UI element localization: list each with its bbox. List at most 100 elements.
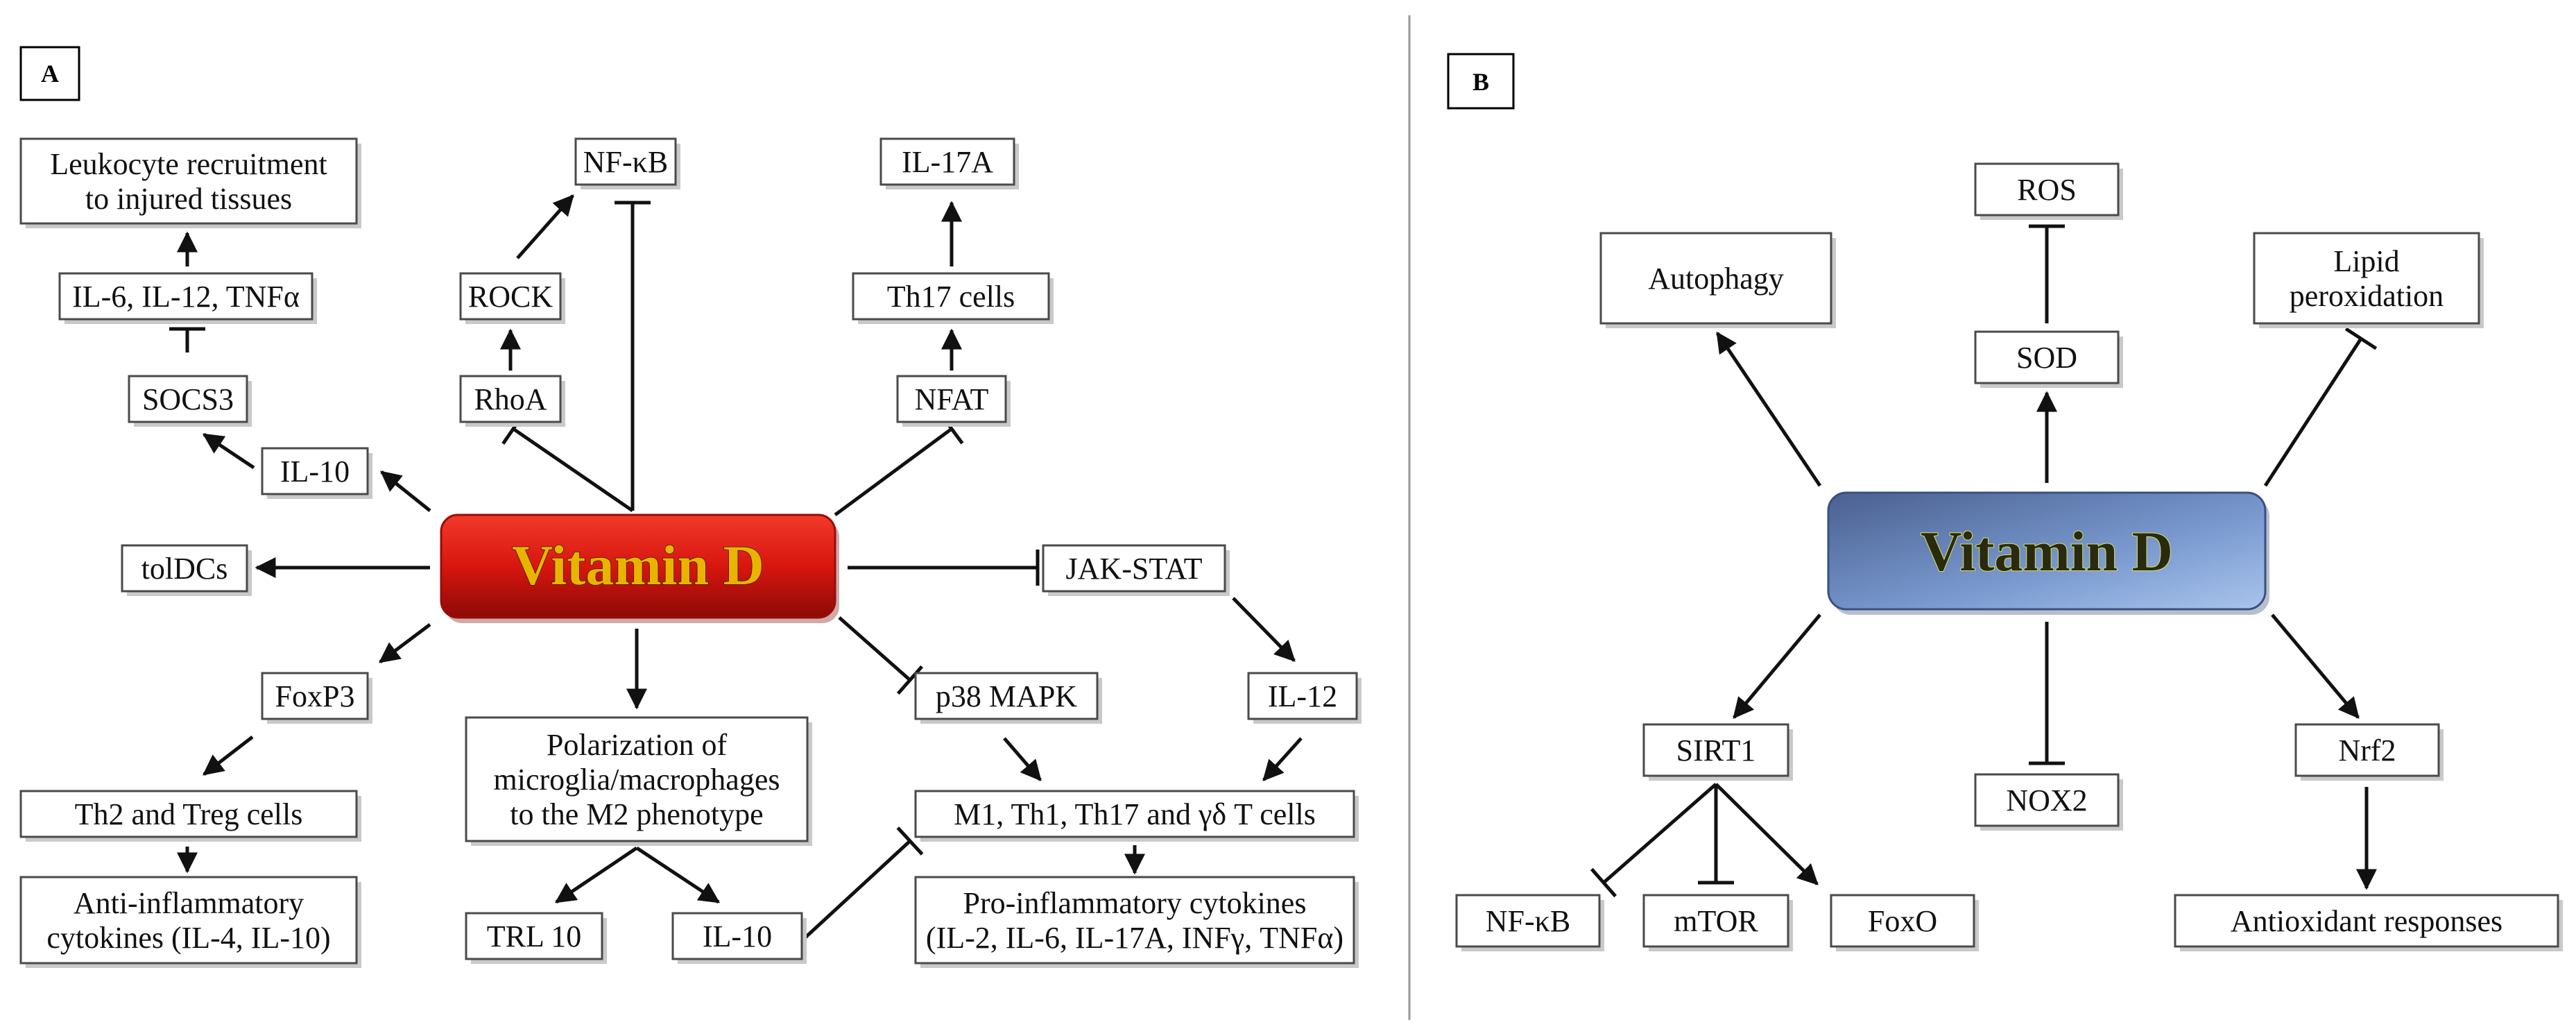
- node-label: to injured tissues: [85, 182, 292, 216]
- node-label: NOX2: [2006, 783, 2087, 817]
- node-label: Anti-inflammatory: [74, 886, 304, 920]
- node-label: ROCK: [468, 280, 553, 314]
- panel-a-label: A: [19, 46, 80, 101]
- vitamin-d-center-a: Vitamin D: [440, 513, 839, 623]
- node-a-il6-12-tnf: IL-6, IL-12, TNFα: [58, 272, 317, 324]
- node-label: Pro-inflammatory cytokines: [963, 886, 1307, 920]
- node-label: p38 MAPK: [936, 679, 1077, 713]
- node-label: (IL-2, IL-6, IL-17A, INFγ, TNFα): [926, 921, 1343, 955]
- edge-vitd-sirt1: [1733, 613, 1821, 719]
- panel-b-label: B: [1447, 53, 1515, 110]
- edge-sirt1-nfkb: [1590, 783, 1717, 898]
- node-a-m1: M1, Th1, Th17 and γδ T cells: [914, 790, 1359, 842]
- node-label: Nrf2: [2338, 733, 2396, 767]
- edge-vitd-rhoa: [501, 413, 634, 513]
- node-label: tolDCs: [141, 552, 228, 586]
- node-label: NF-κB: [1486, 904, 1570, 938]
- edge-vitd-p38: [838, 616, 924, 695]
- edge-polarization-il10: [635, 846, 721, 904]
- node-label: Antioxidant responses: [2231, 904, 2502, 938]
- node-b-sirt1: SIRT1: [1642, 723, 1793, 781]
- edge-vitd-nrf2: [2271, 613, 2360, 719]
- node-a-nfat: NFAT: [896, 375, 1011, 427]
- node-label: Lipid: [2333, 244, 2399, 278]
- node-a-il10-top: IL-10: [261, 447, 372, 499]
- node-b-antioxidant: Antioxidant responses: [2174, 894, 2563, 951]
- node-label: SOD: [2016, 341, 2077, 375]
- edge-vitd-jakstat: [848, 550, 1040, 586]
- node-label: to the M2 phenotype: [510, 797, 763, 831]
- edge-vitd-nfkb: [615, 201, 651, 511]
- node-label: RhoA: [474, 382, 547, 416]
- edge-vitd-lipid: [2263, 327, 2378, 487]
- edge-foxp3-th2treg: [203, 736, 254, 776]
- edge-p38-m1: [1003, 737, 1042, 781]
- node-a-foxp3: FoxP3: [261, 672, 372, 724]
- edge-vitd-autophagy: [1715, 331, 1822, 487]
- node-a-nfkb: NF-κB: [574, 137, 680, 189]
- node-label: IL-6, IL-12, TNFα: [72, 280, 300, 314]
- node-a-socs3: SOCS3: [128, 375, 252, 427]
- edge-vitd-nox2: [2029, 622, 2065, 765]
- node-label: SIRT1: [1676, 733, 1756, 767]
- node-a-th2treg: Th2 and Treg cells: [19, 790, 361, 842]
- node-label: SOCS3: [142, 382, 234, 416]
- node-b-foxo: FoxO: [1830, 894, 1979, 951]
- edge-vitd-il10: [380, 470, 431, 512]
- node-label: peroxidation: [2290, 279, 2444, 313]
- node-label: microglia/macrophages: [494, 763, 780, 797]
- svg-text:Vitamin D: Vitamin D: [1921, 520, 2173, 583]
- node-label: IL-10: [703, 919, 772, 953]
- node-a-il10-bottom: IL-10: [671, 912, 807, 964]
- svg-text:Vitamin D: Vitamin D: [512, 534, 764, 597]
- edge-vitd-foxp3: [379, 623, 431, 663]
- edge-sirt1-foxo: [1715, 783, 1819, 885]
- vitamin-d-center-b: Vitamin D: [1827, 491, 2269, 615]
- svg-text:A: A: [41, 60, 59, 87]
- edge-jakstat-il12: [1232, 597, 1296, 662]
- node-b-sod: SOD: [1974, 330, 2123, 388]
- edge-il12-m1: [1262, 737, 1303, 781]
- node-label: ROS: [2017, 173, 2077, 207]
- edges-layer: [169, 194, 2378, 940]
- node-label: mTOR: [1674, 904, 1758, 938]
- node-b-nox2: NOX2: [1974, 773, 2123, 831]
- node-b-mtor: mTOR: [1642, 894, 1793, 951]
- edge-sod-ros: [2029, 224, 2065, 323]
- node-a-rock: ROCK: [459, 272, 565, 324]
- node-label: IL-12: [1268, 679, 1337, 713]
- node-label: Th17 cells: [887, 280, 1015, 314]
- node-a-il17a: IL-17A: [879, 137, 1019, 189]
- node-label: Autophagy: [1648, 262, 1784, 296]
- node-label: IL-17A: [902, 145, 993, 179]
- node-label: FoxP3: [275, 679, 355, 713]
- edge-polarization-trl10: [554, 846, 638, 904]
- edge-sirt1-mtor: [1698, 784, 1734, 885]
- node-label: Polarization of: [547, 728, 728, 762]
- node-b-autophagy: Autophagy: [1599, 232, 1836, 328]
- node-label: FoxO: [1868, 904, 1937, 938]
- node-b-nrf2: Nrf2: [2294, 723, 2444, 781]
- node-a-rhoa: RhoA: [459, 375, 565, 427]
- edge-socs3-il6: [169, 327, 205, 353]
- node-label: IL-10: [280, 455, 350, 489]
- node-label: NFAT: [915, 382, 989, 416]
- node-a-th17: Th17 cells: [852, 272, 1054, 324]
- node-label: Leukocyte recruitment: [50, 147, 327, 181]
- node-b-ros: ROS: [1974, 162, 2123, 220]
- node-a-trl10: TRL 10: [465, 912, 607, 964]
- node-label: JAK-STAT: [1066, 552, 1203, 586]
- node-a-pro-inflam: Pro-inflammatory cytokines(IL-2, IL-6, I…: [914, 876, 1359, 968]
- node-a-jakstat: JAK-STAT: [1042, 544, 1230, 596]
- node-a-toldcs: tolDCs: [121, 544, 252, 596]
- edge-vitd-nfat: [834, 413, 964, 517]
- node-label: Th2 and Treg cells: [75, 797, 303, 831]
- node-a-il12: IL-12: [1247, 672, 1362, 724]
- node-label: cytokines (IL-4, IL-10): [46, 921, 330, 955]
- node-a-p38: p38 MAPK: [914, 672, 1102, 724]
